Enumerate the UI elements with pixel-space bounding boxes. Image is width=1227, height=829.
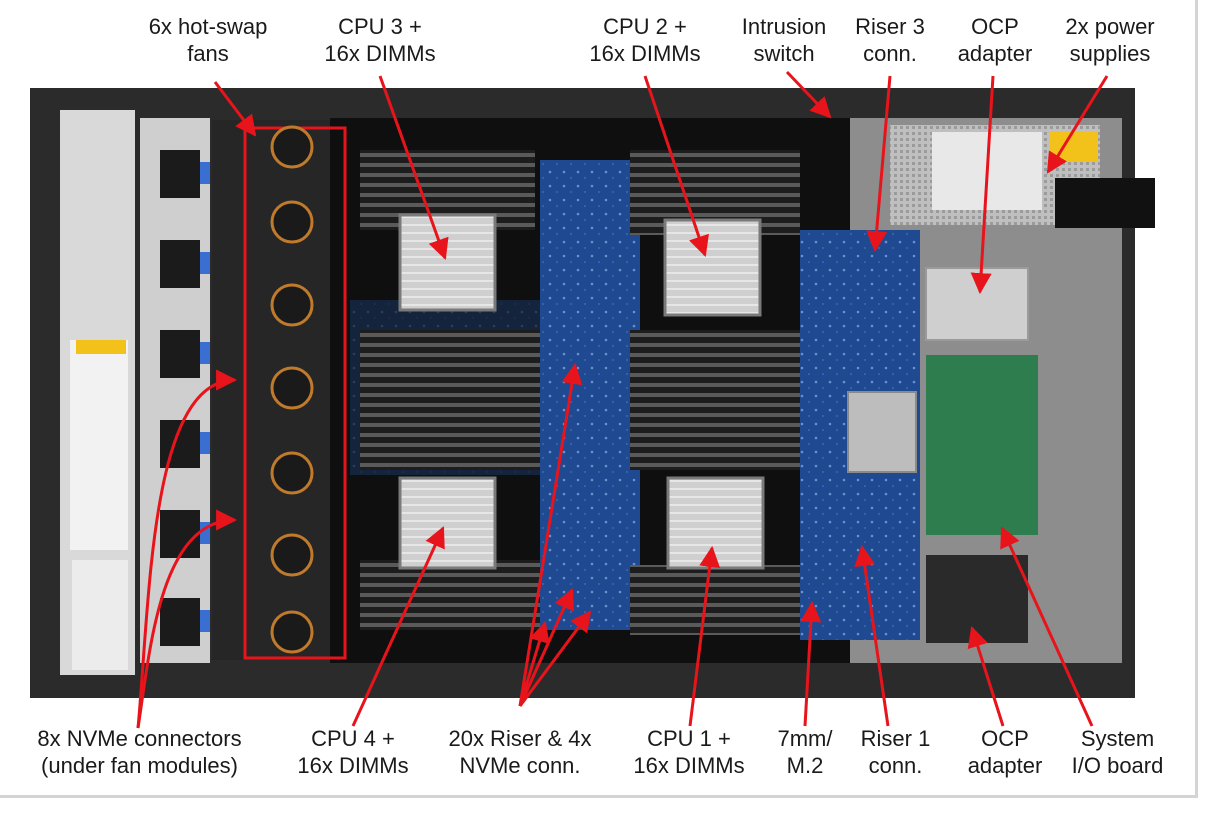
label-riser1-connector: Riser 1 conn. bbox=[848, 725, 943, 779]
label-line: Riser 3 bbox=[855, 14, 925, 39]
callout-arrows bbox=[136, 70, 1109, 729]
dimm-banks bbox=[360, 150, 800, 635]
label-line: conn. bbox=[863, 41, 917, 66]
fan-modules bbox=[243, 125, 347, 660]
label-line: CPU 3 + bbox=[338, 14, 422, 39]
label-line: 8x NVMe connectors bbox=[37, 726, 242, 751]
label-line: 2x power bbox=[1065, 14, 1155, 39]
label-riser-nvme-connectors: 20x Riser & 4x NVMe conn. bbox=[430, 725, 610, 779]
label-line: supplies bbox=[1069, 41, 1151, 66]
nvme-connector-bay bbox=[160, 150, 210, 646]
label-line: 6x hot-swap bbox=[148, 14, 268, 39]
label-line: adapter bbox=[957, 41, 1033, 66]
label-line: Riser 1 bbox=[860, 726, 931, 751]
label-power-supplies: 2x power supplies bbox=[1050, 13, 1170, 67]
label-line: M.2 bbox=[786, 753, 824, 778]
label-line: 7mm/ bbox=[777, 726, 833, 751]
label-m2: 7mm/ M.2 bbox=[765, 725, 845, 779]
label-line: CPU 2 + bbox=[603, 14, 687, 39]
label-line: CPU 4 + bbox=[311, 726, 395, 751]
label-line: NVMe conn. bbox=[459, 753, 581, 778]
label-line: I/O board bbox=[1071, 753, 1164, 778]
label-line: 16x DIMMs bbox=[589, 41, 701, 66]
label-riser3-connector: Riser 3 conn. bbox=[845, 13, 935, 67]
label-system-io-board: System I/O board bbox=[1055, 725, 1180, 779]
label-line: OCP bbox=[971, 14, 1019, 39]
label-cpu4: CPU 4 + 16x DIMMs bbox=[278, 725, 428, 779]
label-cpu3: CPU 3 + 16x DIMMs bbox=[305, 13, 455, 67]
label-line: fans bbox=[187, 41, 229, 66]
label-nvme-connectors: 8x NVMe connectors (under fan modules) bbox=[12, 725, 267, 779]
label-line: (under fan modules) bbox=[41, 753, 238, 778]
label-line: adapter bbox=[967, 753, 1043, 778]
label-hot-swap-fans: 6x hot-swap fans bbox=[128, 13, 288, 67]
label-line: 16x DIMMs bbox=[297, 753, 409, 778]
label-line: System bbox=[1080, 726, 1155, 751]
label-line: CPU 1 + bbox=[647, 726, 731, 751]
cpu-sockets bbox=[398, 213, 765, 570]
label-line: 16x DIMMs bbox=[324, 41, 436, 66]
label-line: 20x Riser & 4x bbox=[448, 726, 592, 751]
label-intrusion-switch: Intrusion switch bbox=[728, 13, 840, 67]
label-cpu1: CPU 1 + 16x DIMMs bbox=[614, 725, 764, 779]
label-line: switch bbox=[753, 41, 815, 66]
label-line: conn. bbox=[868, 753, 923, 778]
label-line: OCP bbox=[981, 726, 1029, 751]
label-ocp-adapter-top: OCP adapter bbox=[945, 13, 1045, 67]
label-cpu2: CPU 2 + 16x DIMMs bbox=[570, 13, 720, 67]
label-line: Intrusion bbox=[741, 14, 827, 39]
label-ocp-adapter-bottom: OCP adapter bbox=[955, 725, 1055, 779]
label-line: 16x DIMMs bbox=[633, 753, 745, 778]
